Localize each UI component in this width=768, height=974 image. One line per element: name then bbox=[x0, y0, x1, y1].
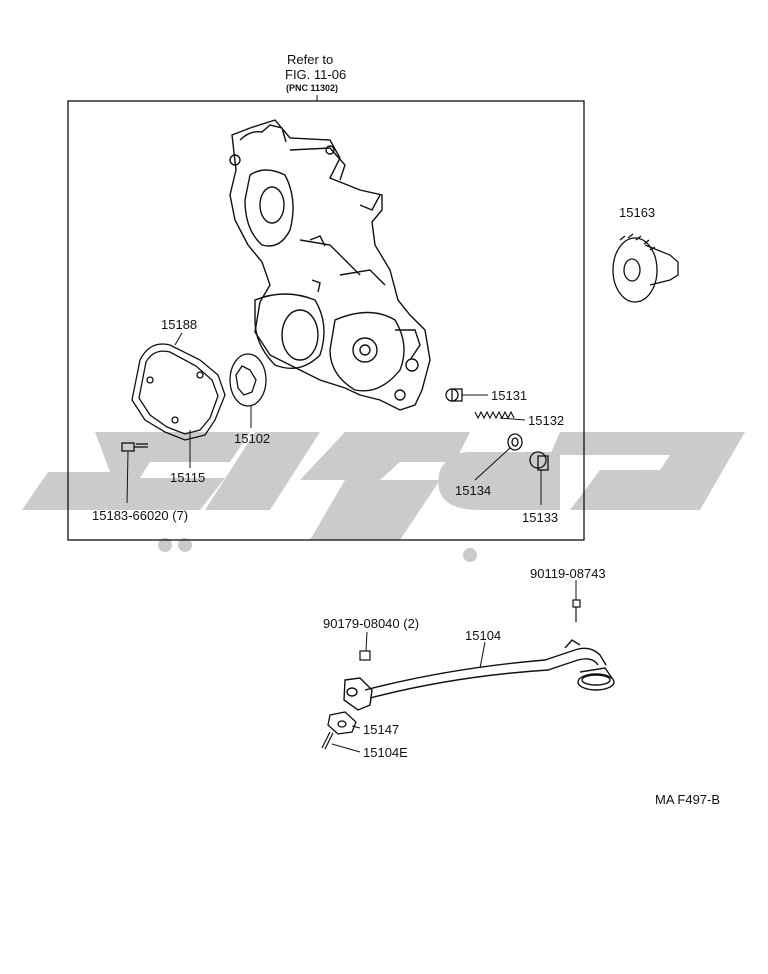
relief-plug bbox=[445, 388, 463, 402]
leader-lines bbox=[126, 332, 577, 753]
watermark-logo bbox=[22, 432, 745, 562]
label-15147: 15147 bbox=[363, 722, 400, 737]
pump-rotor bbox=[229, 353, 267, 407]
label-15163: 15163 bbox=[619, 205, 656, 220]
label-90179: 90179-08040 (2) bbox=[323, 616, 420, 631]
reference-line-3: (PNC 11302) bbox=[286, 83, 339, 93]
figure-code: MA F497-B bbox=[655, 792, 721, 807]
cover-bolt bbox=[121, 442, 148, 452]
strainer-nut bbox=[359, 650, 371, 661]
reference-line-1: Refer to bbox=[287, 52, 334, 67]
plug-gasket bbox=[507, 433, 523, 451]
label-15104: 15104 bbox=[465, 628, 502, 643]
relief-cap bbox=[529, 451, 549, 471]
strainer-stud bbox=[321, 731, 334, 750]
oil-strainer bbox=[343, 639, 615, 711]
label-15183: 15183-66020 (7) bbox=[92, 508, 189, 523]
label-15133: 15133 bbox=[522, 510, 559, 525]
gasket bbox=[131, 343, 226, 441]
reference-line-2: FIG. 11-06 bbox=[285, 67, 347, 82]
label-90119: 90119-08743 bbox=[530, 566, 606, 581]
strainer-gasket bbox=[327, 711, 357, 735]
label-15132: 15132 bbox=[528, 413, 565, 428]
label-15131: 15131 bbox=[491, 388, 528, 403]
timing-cover bbox=[229, 119, 431, 411]
label-15188: 15188 bbox=[161, 317, 198, 332]
assembly-frame bbox=[67, 100, 585, 541]
label-15134: 15134 bbox=[455, 483, 492, 498]
relief-spring bbox=[474, 410, 515, 420]
label-15115: 15115 bbox=[170, 470, 206, 485]
drive-gear bbox=[612, 233, 679, 303]
label-15104E: 15104E bbox=[363, 745, 408, 760]
label-15102: 15102 bbox=[234, 431, 271, 446]
strainer-bolt bbox=[572, 599, 581, 622]
